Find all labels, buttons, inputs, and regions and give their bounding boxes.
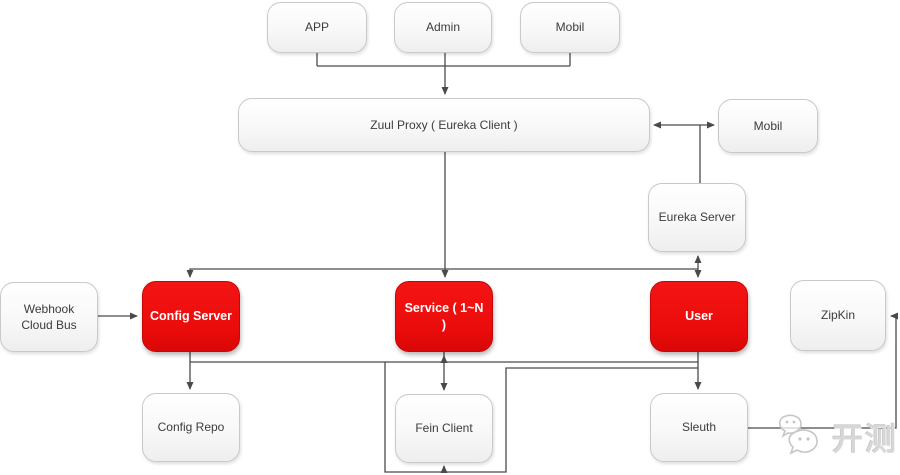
node-label: ZipKin bbox=[820, 308, 855, 323]
node-label: Mobil bbox=[555, 20, 585, 35]
node-app: APP bbox=[267, 2, 367, 53]
node-label: Sleuth bbox=[681, 420, 717, 435]
node-eureka-server: Eureka Server bbox=[648, 183, 746, 252]
node-label: APP bbox=[304, 20, 329, 35]
node-label: Admin bbox=[425, 20, 460, 35]
node-label: User bbox=[685, 309, 713, 324]
node-label: Config Server bbox=[150, 309, 232, 324]
node-mobil-right: Mobil bbox=[718, 99, 818, 153]
node-fein-client: Fein Client bbox=[395, 394, 493, 463]
node-label: Eureka Server bbox=[658, 210, 736, 225]
node-webhook-cloud-bus: Webhook Cloud Bus bbox=[0, 282, 98, 352]
node-zuul-proxy: Zuul Proxy ( Eureka Client ) bbox=[238, 98, 650, 152]
node-label: Service ( 1~N ) bbox=[404, 300, 484, 332]
node-label: Webhook Cloud Bus bbox=[21, 301, 77, 332]
node-admin: Admin bbox=[394, 2, 492, 53]
node-config-server: Config Server bbox=[142, 281, 240, 352]
node-config-repo: Config Repo bbox=[142, 393, 240, 462]
node-label: Config Repo bbox=[157, 420, 225, 435]
node-label: Fein Client bbox=[415, 421, 473, 436]
node-zipkin: ZipKin bbox=[790, 280, 886, 351]
arrow-sleuth-to-zipkin bbox=[748, 312, 898, 429]
node-mobil-top: Mobil bbox=[520, 2, 620, 53]
wire-user-fein-loop bbox=[384, 362, 698, 473]
node-service: Service ( 1~N ) bbox=[395, 281, 493, 352]
arrow-bus-to-config-server bbox=[186, 268, 698, 278]
node-label: Mobil bbox=[753, 118, 783, 133]
node-sleuth: Sleuth bbox=[650, 393, 748, 462]
node-user: User bbox=[650, 281, 748, 352]
node-label: Zuul Proxy ( Eureka Client ) bbox=[370, 117, 518, 132]
